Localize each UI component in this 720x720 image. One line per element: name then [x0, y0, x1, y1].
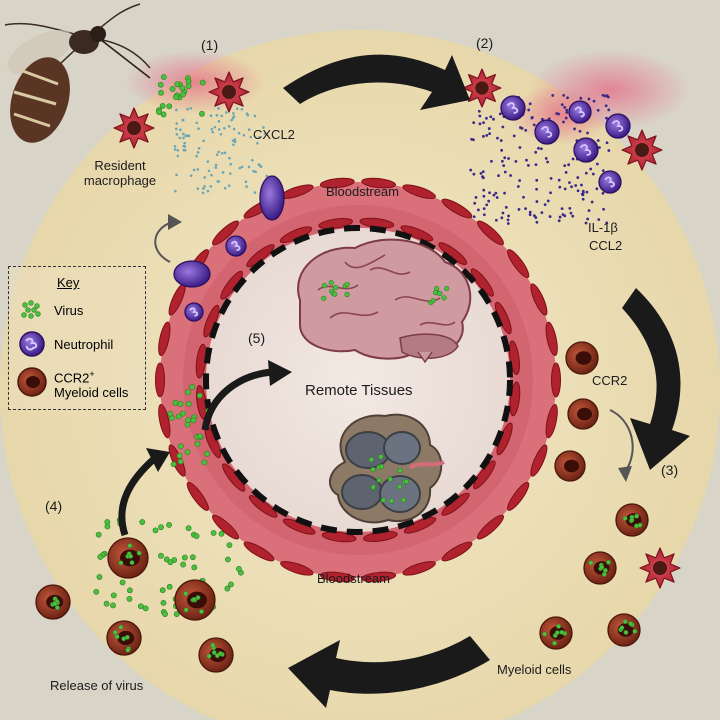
arrow-step5-line [201, 368, 273, 431]
cxcl2-label: CXCL2 [253, 127, 295, 142]
vessel-wall-virus-cluster [167, 384, 212, 468]
transmigration-arrow-line [154, 221, 173, 263]
ccr2-exit-arrow-head [618, 466, 632, 482]
release-of-virus-label: Release of virus [50, 678, 144, 693]
inflammation-haze-1 [125, 50, 265, 114]
myeloid-cells-label: Myeloid cells [497, 662, 572, 677]
brain-virus-cluster-right [428, 285, 450, 306]
arrow-step1-to-step2 [283, 54, 470, 110]
key-neutrophil-label: Neutrophil [54, 337, 114, 352]
resident-macrophages [113, 68, 681, 589]
step-5-label: (5) [248, 330, 266, 346]
remote-tissues-dashed-border [203, 225, 513, 535]
key-ccr2-base: CCR2 [54, 370, 90, 386]
resident-macrophage-line1: Resident [94, 158, 146, 173]
brain-illustration [297, 238, 472, 364]
myeloid-cells [35, 341, 649, 673]
ccl2-label: CCL2 [589, 238, 623, 253]
key-ccr2-line1: CCR2+ [54, 367, 128, 385]
key-ccr2-sup: + [89, 369, 95, 379]
cxcl2-dots [173, 106, 269, 195]
kidney-illustration [329, 413, 445, 524]
key-virus-label: Virus [54, 303, 84, 318]
resident-macrophage-line2: macrophage [83, 173, 157, 188]
ccr2-myeloid-key-icon [17, 367, 47, 397]
virus-key-icon [21, 300, 41, 319]
ccr2-label: CCR2 [592, 373, 628, 388]
inflammation-haze-3 [510, 85, 610, 145]
mosquito-illustration [4, 3, 151, 143]
transmigration-arrow-head [168, 214, 182, 230]
step-2-label: (2) [476, 35, 494, 51]
arrow-step5-head [268, 360, 292, 386]
neutrophils [173, 95, 631, 322]
key-legend: Key Virus Neutrophil CCR2+ Myeloid cells [8, 266, 146, 410]
key-ccr2-myeloid-label: CCR2+ Myeloid cells [54, 367, 128, 400]
step-4-label: (4) [45, 498, 63, 514]
brain-virus-cluster-left [321, 280, 350, 301]
key-title: Key [57, 275, 80, 290]
arrow-step4-to-vessel-line [118, 455, 158, 537]
kidney-virus-cluster [368, 454, 410, 504]
bloodstream-bottom-label: Bloodstream [317, 571, 390, 586]
arrow-step4-to-vessel-head [146, 448, 170, 472]
bloodstream-top-label: Bloodstream [326, 184, 399, 199]
il1b-ccl2-dots [469, 93, 611, 225]
arrow-step2-to-step3 [622, 288, 690, 470]
step-3-label: (3) [661, 462, 679, 478]
il1b-label: IL-1β [588, 220, 618, 235]
resident-macrophage-label: Resident macrophage [70, 158, 170, 188]
key-ccr2-line2: Myeloid cells [54, 385, 129, 401]
arrow-step3-to-step4 [288, 636, 490, 708]
released-virus-cluster [93, 517, 244, 617]
ccr2-exit-arrow-line [609, 409, 634, 473]
initial-virus-cluster [156, 74, 206, 118]
remote-tissues-label: Remote Tissues [305, 382, 413, 399]
step-1-label: (1) [201, 37, 219, 53]
neutrophil-key-icon [19, 331, 45, 357]
